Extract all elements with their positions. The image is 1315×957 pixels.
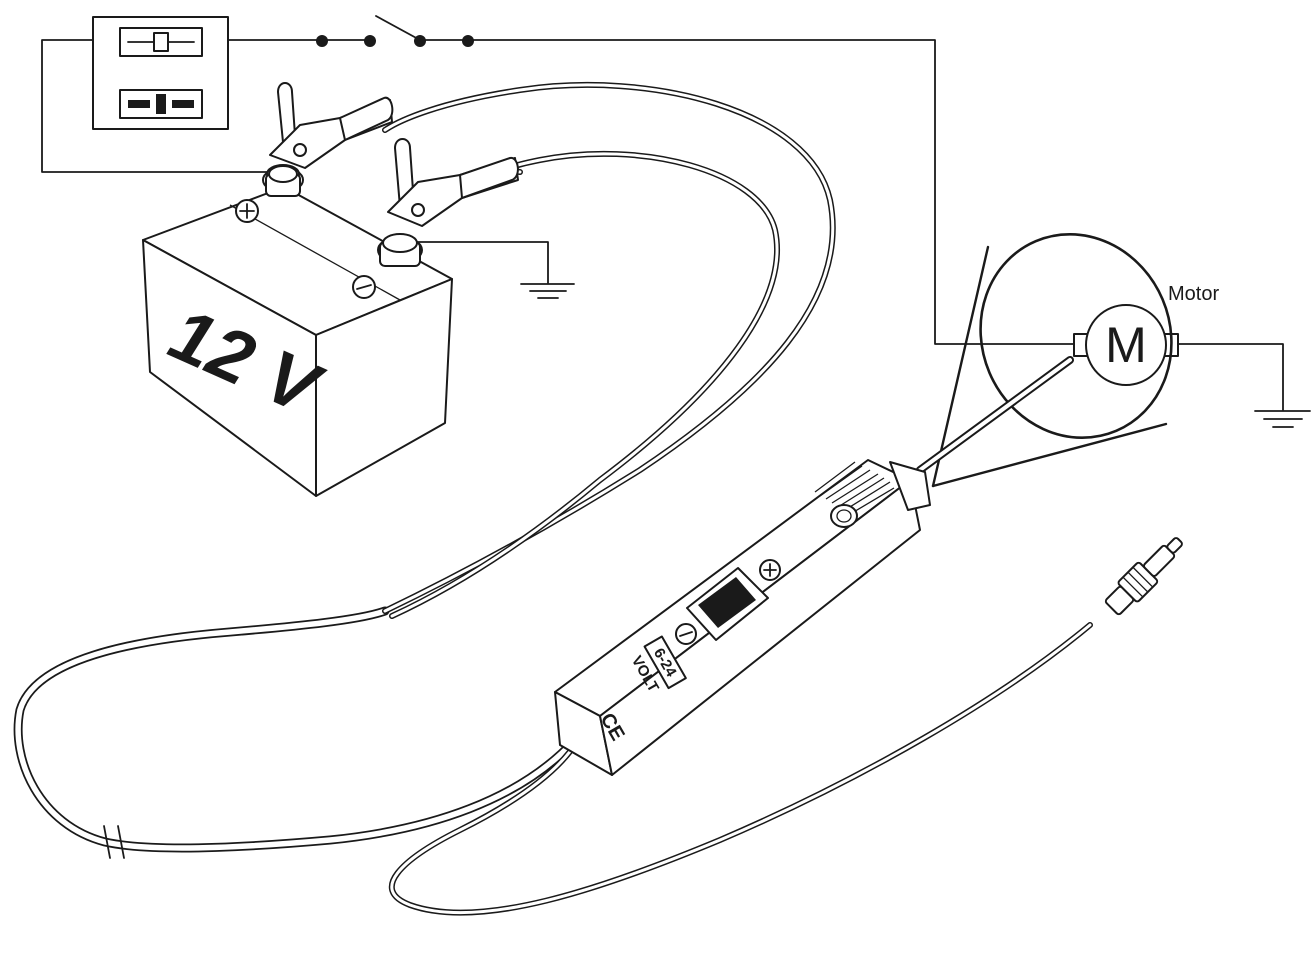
mode-switch — [686, 567, 769, 641]
negative-clamp — [377, 138, 519, 267]
control-box — [92, 16, 229, 130]
ground-icon — [409, 241, 575, 299]
probe-tip — [916, 356, 1074, 474]
circuit-wiring — [41, 39, 1284, 411]
positive-clamp — [262, 82, 394, 197]
motor-label: Motor — [1168, 283, 1219, 305]
switch-icon — [316, 15, 474, 47]
tester-cable — [13, 606, 580, 859]
connector-plug — [1104, 537, 1183, 616]
negative-terminal-icon — [352, 275, 376, 299]
led-icon — [830, 504, 858, 528]
motor-icon: M — [1073, 304, 1179, 386]
grip-texture — [814, 461, 895, 514]
inductive-field-cone — [931, 233, 1173, 488]
ground-icon — [1254, 410, 1311, 428]
probe-positive-icon — [759, 559, 781, 581]
battery: 12 V — [142, 186, 453, 497]
probe-lead — [388, 622, 1093, 916]
probe-negative-icon — [675, 623, 697, 645]
positive-terminal-icon — [235, 199, 259, 223]
battery-leads — [382, 82, 836, 619]
motor-symbol: M — [1105, 317, 1147, 373]
